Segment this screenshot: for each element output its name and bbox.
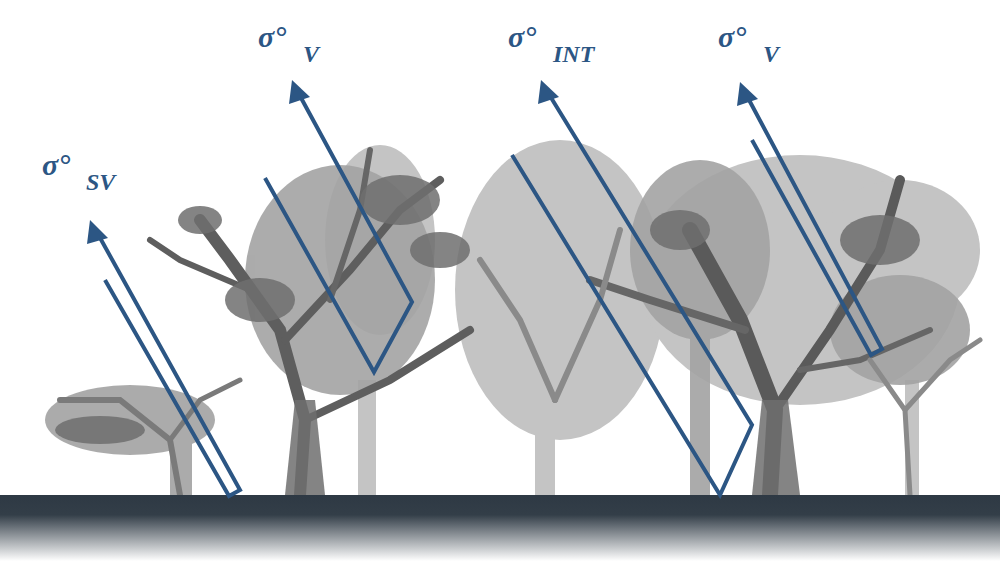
foreground-trees — [55, 175, 920, 495]
ground — [0, 495, 1000, 561]
subscript: V — [763, 42, 779, 66]
sigma-symbol: σ° — [42, 150, 70, 180]
sigma-symbol: σ° — [258, 22, 286, 52]
sigma-symbol: σ° — [508, 22, 536, 52]
subscript: INT — [553, 42, 594, 66]
subscript: V — [303, 42, 319, 66]
tree-branches — [60, 150, 980, 495]
subscript: SV — [86, 170, 115, 194]
ray-arrowheads — [87, 80, 758, 244]
sigma-symbol: σ° — [718, 22, 746, 52]
scattering-rays — [99, 96, 882, 496]
middle-trees — [45, 160, 970, 495]
